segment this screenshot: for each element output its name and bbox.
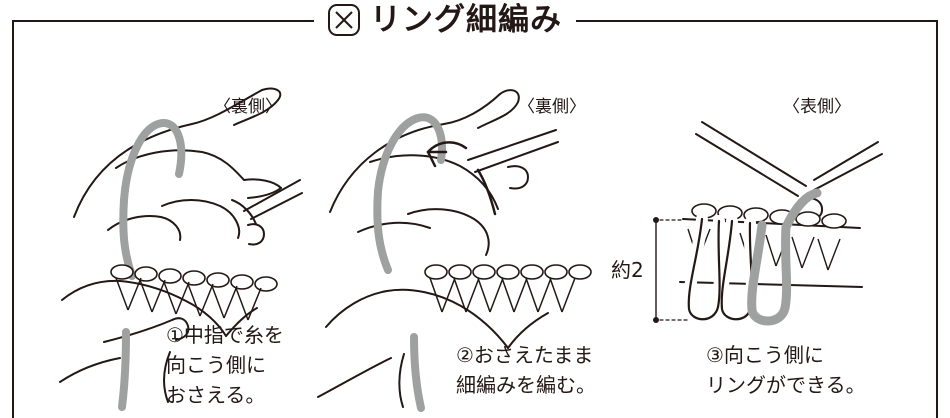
- panel-2-illustration: [317, 89, 592, 412]
- panel-3-caption-line-2: リングができる。: [706, 373, 866, 397]
- ring-size-label: 約2: [611, 258, 644, 282]
- panel-3-caption: ③向こう側に リングができる。: [706, 340, 866, 400]
- panel-1-side-label: 〈裏側〉: [214, 97, 282, 117]
- title-banner: リング細編み: [314, 0, 576, 40]
- panel-2-side-label: 〈裏側〉: [518, 97, 586, 117]
- panel-2-caption-line-2: 細編みを編む。: [456, 373, 596, 397]
- panel-3-illustration: [653, 121, 883, 326]
- panel-3-caption-line-1: ③向こう側に: [706, 343, 824, 367]
- panel-1-caption-line-1: ①中指で糸を: [166, 323, 284, 347]
- panel-2-caption: ②おさえたまま 細編みを編む。: [456, 340, 596, 400]
- panel-1-caption-line-3: おさえる。: [166, 383, 266, 407]
- panel-1-illustration: [59, 87, 303, 411]
- page-title: リング細編み: [370, 1, 562, 38]
- panel-1-caption: ①中指で糸を 向こう側に おさえる。: [166, 320, 284, 410]
- panel-1-caption-line-2: 向こう側に: [166, 353, 266, 377]
- x-stitch-symbol-glyph: [335, 11, 353, 29]
- x-stitch-symbol-icon: [328, 4, 360, 36]
- panel-2-caption-line-1: ②おさえたまま: [456, 343, 594, 367]
- panel-3-side-label: 〈表側〉: [783, 97, 851, 117]
